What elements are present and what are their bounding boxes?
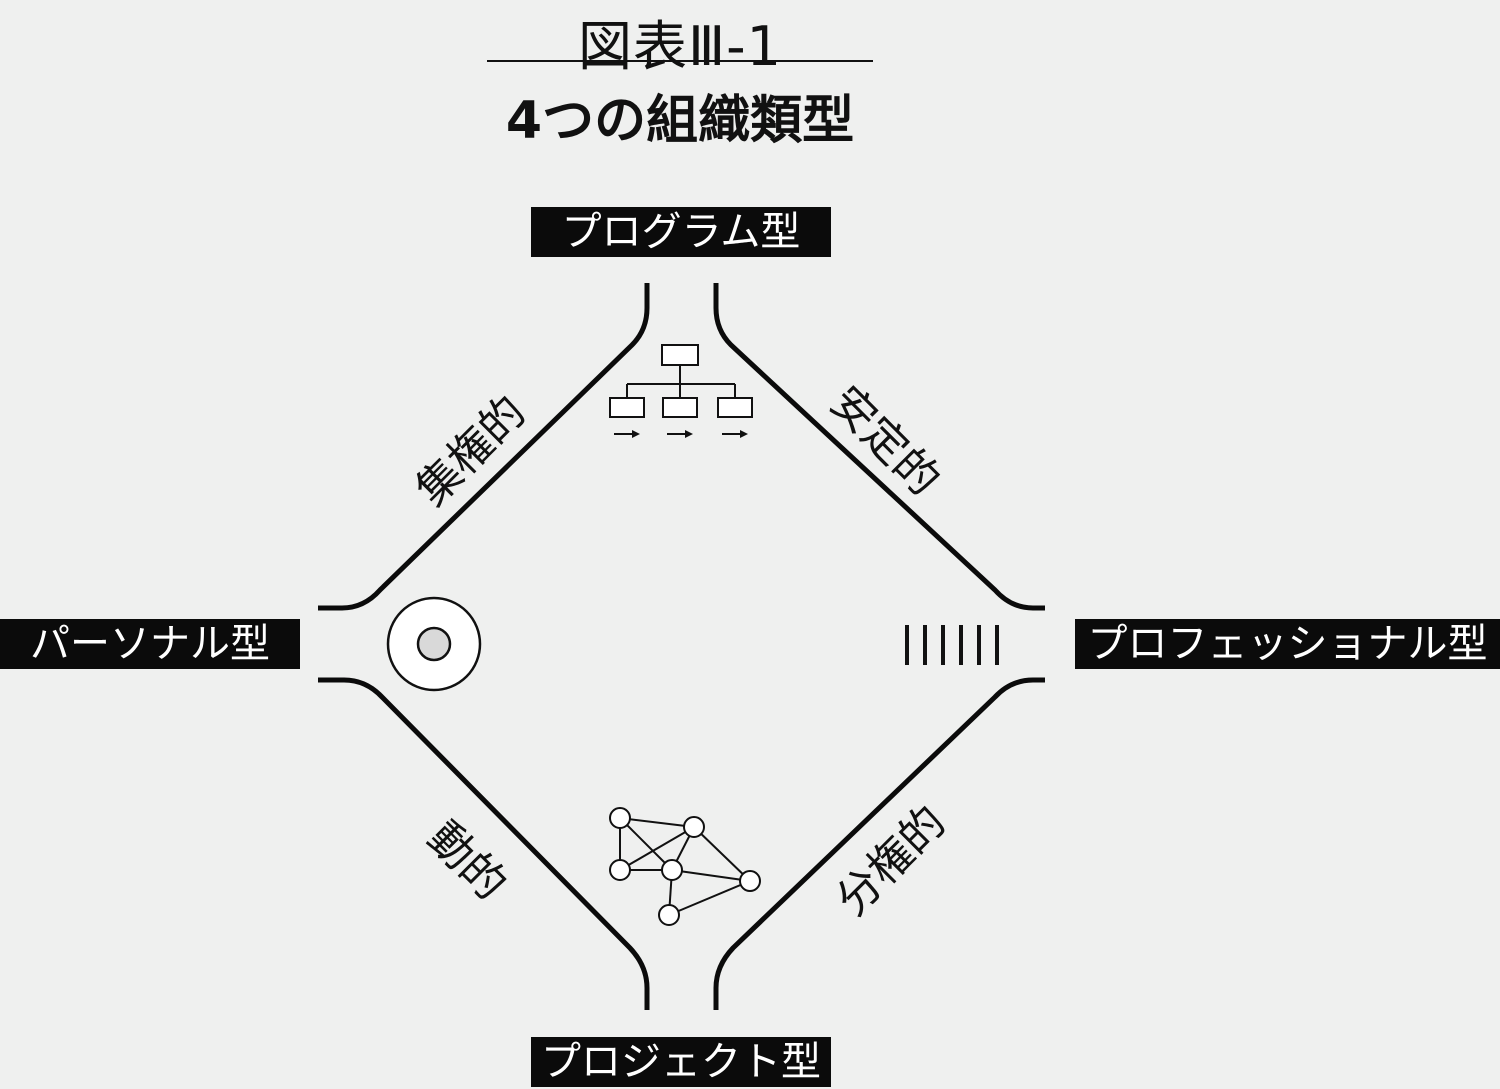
network-node — [661, 859, 683, 881]
type-label-program: プログラム型 — [531, 207, 831, 257]
network-node — [609, 807, 631, 829]
figure-title: 4つの組織類型 — [505, 91, 855, 151]
figure-label: 図表Ⅲ-1 — [577, 15, 783, 78]
org-hierarchy-icon — [609, 344, 753, 438]
road-lower-left — [318, 677, 650, 1010]
network-icon — [609, 807, 761, 926]
type-label-personal: パーソナル型 — [0, 619, 300, 669]
road-upper-right — [713, 283, 1045, 611]
type-label-professional: プロフェッショナル型 — [1075, 619, 1500, 669]
road-upper-left — [318, 283, 650, 611]
network-node — [683, 816, 705, 838]
road-lower-right — [713, 677, 1045, 1010]
parallel-lines-icon — [905, 625, 999, 665]
concentric-circle-icon — [386, 596, 482, 692]
road-outline — [318, 283, 1045, 1010]
type-label-project: プロジェクト型 — [531, 1037, 831, 1087]
network-node — [739, 870, 761, 892]
network-node — [609, 859, 631, 881]
network-node — [658, 904, 680, 926]
